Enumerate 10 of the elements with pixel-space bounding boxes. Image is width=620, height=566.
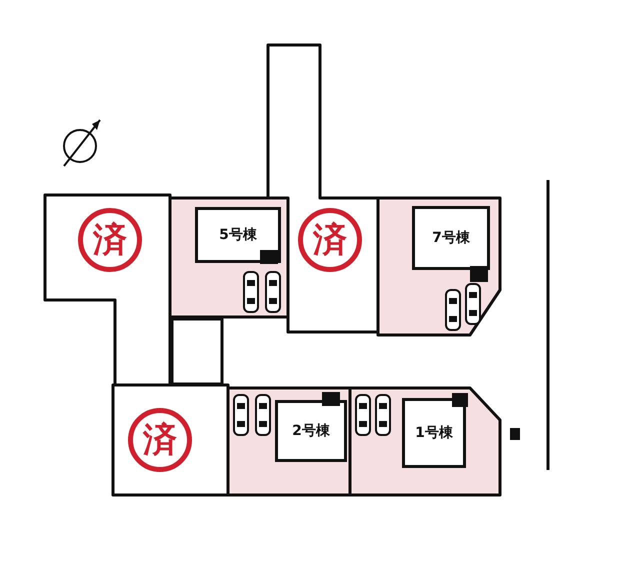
lot-plot bbox=[378, 198, 500, 335]
lot-plot bbox=[172, 319, 222, 384]
lot-plot bbox=[113, 385, 228, 495]
lot-plot bbox=[350, 388, 500, 495]
house-box: 2号棟 bbox=[275, 400, 347, 462]
lot-plot bbox=[45, 195, 170, 385]
house-box: 5号棟 bbox=[195, 207, 281, 263]
lot-plot bbox=[268, 45, 378, 332]
house-box: 1号棟 bbox=[402, 398, 466, 468]
house-box: 7号棟 bbox=[412, 206, 490, 270]
